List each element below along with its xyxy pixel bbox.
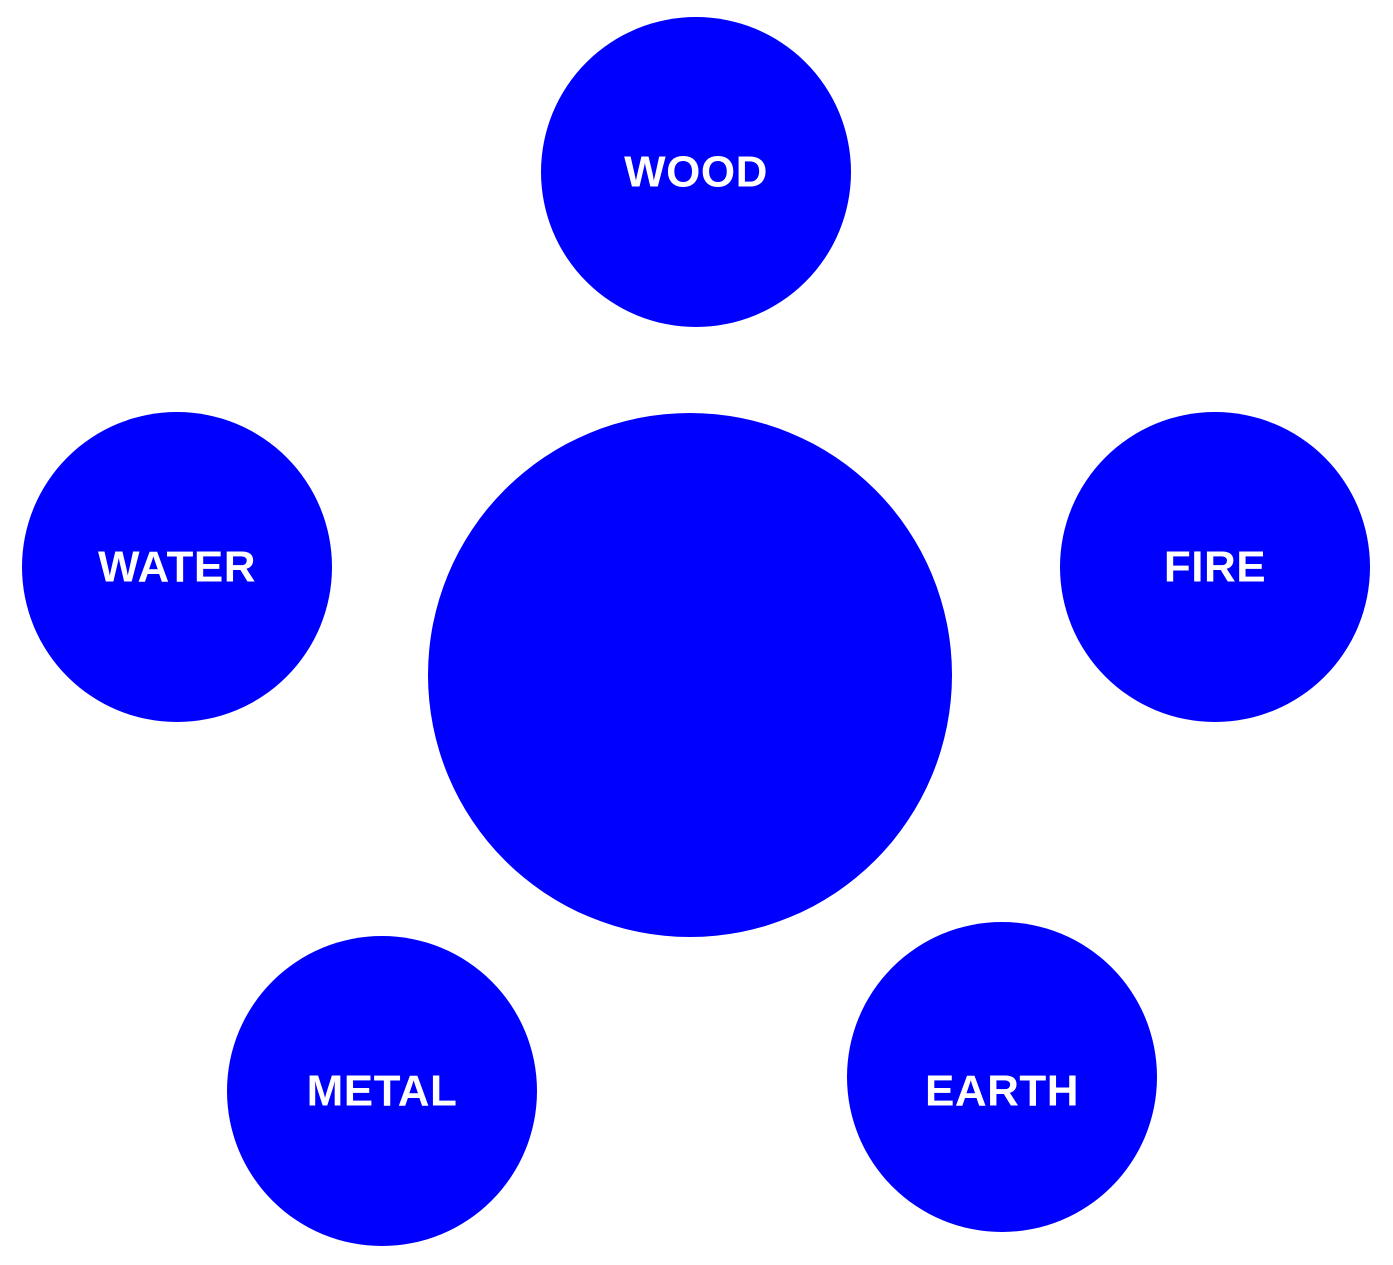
node-metal: METAL: [227, 936, 537, 1246]
node-metal-circle: [227, 936, 537, 1246]
node-wood-circle: [541, 17, 851, 327]
center-circle: [428, 413, 952, 937]
node-fire: FIRE: [1060, 412, 1370, 722]
node-metal-label: METAL: [307, 1067, 458, 1116]
node-fire-circle: [1060, 412, 1370, 722]
node-water-circle: [22, 412, 332, 722]
node-wood-label: WOOD: [624, 148, 768, 197]
node-fire-label: FIRE: [1164, 543, 1266, 592]
node-water-label: WATER: [98, 543, 256, 592]
node-earth-circle: [847, 922, 1157, 1232]
node-water: WATER: [22, 412, 332, 722]
node-earth-label: EARTH: [925, 1067, 1079, 1116]
node-wood: WOOD: [541, 17, 851, 327]
node-earth: EARTH: [847, 922, 1157, 1232]
